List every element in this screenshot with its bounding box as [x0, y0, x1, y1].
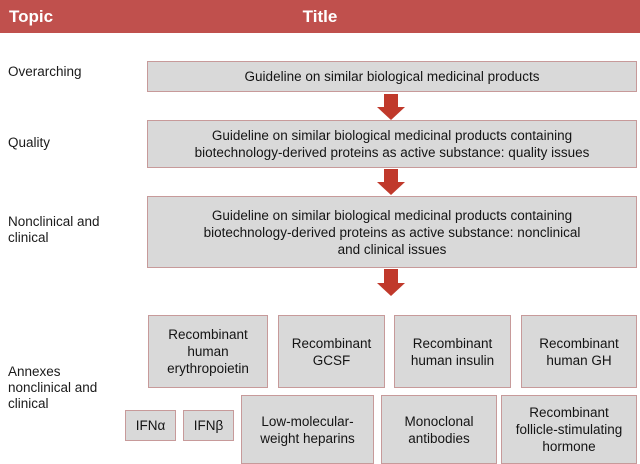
box-annex-monoclonal-antibodies: Monoclonal antibodies	[381, 395, 497, 464]
box-quality-guideline: Guideline on similar biological medicina…	[147, 120, 637, 168]
arrow-down-3	[377, 269, 405, 297]
row-label-overarching: Overarching	[8, 64, 82, 79]
row-label-annexes: Annexes nonclinical and clinical	[8, 364, 98, 411]
table-header-bar: Topic Title	[0, 0, 640, 33]
row-label-nonclinical-and-clinical: Nonclinical and clinical	[8, 214, 100, 245]
box-nonclinical-clinical-guideline: Guideline on similar biological medicina…	[147, 196, 637, 268]
box-annex-recombinant-human-gh: Recombinant human GH	[521, 315, 637, 388]
arrow-down-2	[377, 169, 405, 195]
box-overarching-guideline: Guideline on similar biological medicina…	[147, 61, 637, 92]
box-annex-recombinant-human-insulin: Recombinant human insulin	[394, 315, 511, 388]
box-annex-low-molecular-weight-heparins: Low-molecular- weight heparins	[241, 395, 374, 464]
box-annex-recombinant-fsh: Recombinant follicle-stimulating hormone	[501, 395, 637, 464]
arrow-down-1	[377, 94, 405, 120]
box-annex-ifn-beta: IFNβ	[183, 410, 234, 441]
box-annex-ifn-alpha: IFNα	[125, 410, 176, 441]
header-title-label: Title	[302, 7, 338, 26]
row-label-quality: Quality	[8, 135, 51, 150]
box-annex-recombinant-human-erythropoietin: Recombinant human erythropoietin	[148, 315, 268, 388]
header-topic-label: Topic	[9, 7, 54, 26]
box-annex-recombinant-gcsf: Recombinant GCSF	[278, 315, 385, 388]
